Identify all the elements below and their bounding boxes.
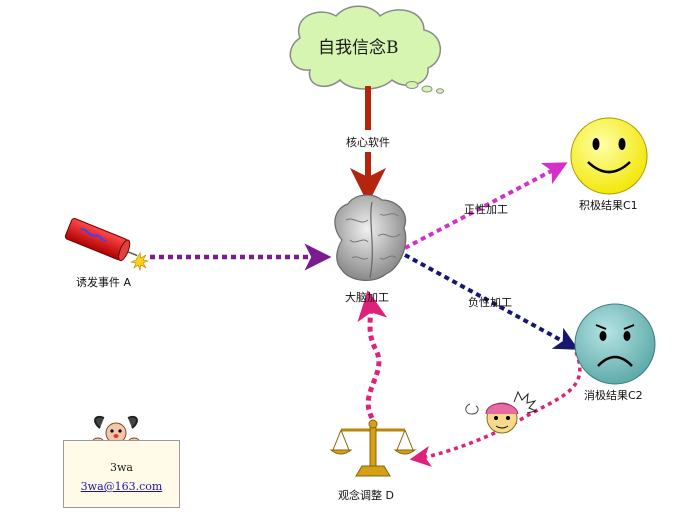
- event-label: 诱发事件 A: [76, 276, 132, 289]
- smiley-icon: [570, 117, 648, 195]
- sad-face-icon: [574, 303, 656, 385]
- author-email-link[interactable]: 3wa@163.com: [80, 480, 163, 493]
- firecracker-icon: [64, 218, 138, 262]
- author-card: 3wa 3wa@163.com: [63, 440, 180, 508]
- adjust-arrow: [357, 290, 388, 420]
- negative-result-label: 消极结果C2: [584, 389, 643, 402]
- negative-arrow: [404, 253, 579, 350]
- positive-arrow: [404, 162, 568, 250]
- negative-processing-label: 负性加工: [468, 296, 512, 309]
- spark-icon: [129, 252, 150, 272]
- core-software-label: 核心软件: [346, 136, 390, 149]
- belief-label: 自我信念B: [318, 38, 399, 58]
- feedback-arrow: [409, 351, 582, 467]
- brain-label: 大脑加工: [345, 291, 389, 304]
- adjust-label: 观念调整 D: [338, 489, 394, 502]
- brain-icon: [334, 194, 407, 281]
- cartoon-head-icon: [465, 390, 538, 434]
- positive-processing-label: 正性加工: [464, 203, 508, 216]
- balance-scale-icon: [329, 419, 417, 477]
- positive-result-label: 积极结果C1: [579, 199, 638, 212]
- cloud-icon: [289, 5, 444, 94]
- author-name: 3wa: [110, 461, 133, 474]
